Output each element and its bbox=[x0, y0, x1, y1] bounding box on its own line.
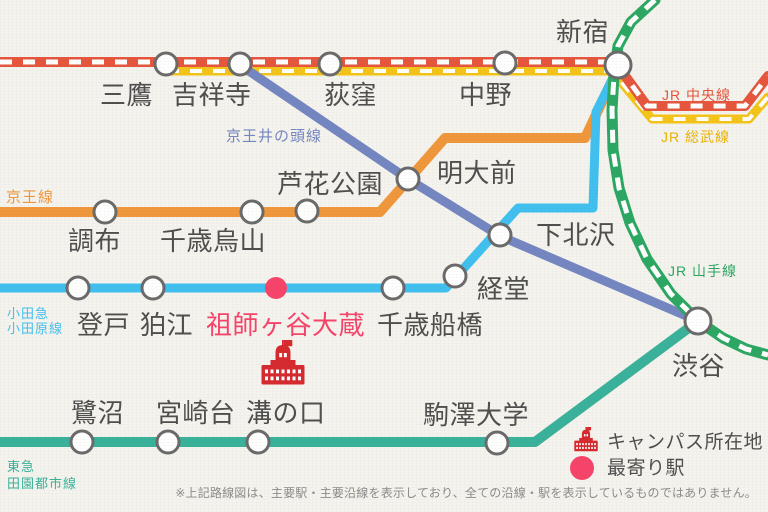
station-marker-komazawa-daigaku bbox=[484, 430, 510, 456]
legend-campus-label: キャンパス所在地 bbox=[607, 432, 764, 453]
station-label-ogikubo: 荻窪 bbox=[324, 80, 377, 110]
station-shinjuku: 新宿 bbox=[556, 17, 633, 80]
line-jr-yamanote bbox=[606, 0, 768, 361]
station-marker-meidaimae bbox=[395, 166, 421, 192]
station-label-komae: 狛江 bbox=[140, 310, 193, 340]
station-miyazakidai: 宮崎台 bbox=[155, 398, 236, 455]
station-marker-chitose-karasuyama bbox=[239, 199, 265, 225]
station-marker-chitose-funabashi bbox=[380, 275, 406, 301]
station-label-soshigaya-okura: 祖師ヶ谷大蔵 bbox=[206, 310, 365, 340]
station-marker-mizonokuchi bbox=[245, 429, 271, 455]
line-dashes-jr-sobu bbox=[167, 69, 768, 121]
station-label-miyazakidai: 宮崎台 bbox=[156, 398, 236, 428]
line-odakyu-odawara bbox=[0, 65, 622, 293]
station-label-chofu: 調布 bbox=[68, 226, 121, 256]
line-label-keio: 京王線 bbox=[6, 189, 54, 206]
station-label-noborito: 登戸 bbox=[77, 310, 130, 340]
line-label-tokyu-denentoshi-1: 東急 bbox=[7, 459, 35, 474]
line-keio-inokashira bbox=[235, 60, 703, 326]
station-label-shinjuku: 新宿 bbox=[556, 17, 609, 47]
station-ogikubo: 荻窪 bbox=[317, 51, 377, 110]
line-label-odakyu-odawara-2: 小田原線 bbox=[7, 321, 63, 336]
station-roka-koen: 芦花公園 bbox=[277, 169, 383, 224]
station-mizonokuchi: 溝の口 bbox=[245, 398, 326, 455]
station-marker-shibuya bbox=[683, 306, 713, 336]
station-label-shibuya: 渋谷 bbox=[672, 351, 725, 381]
legend-nearest-label: 最寄り駅 bbox=[607, 458, 686, 479]
station-chitose-funabashi: 千歳船橋 bbox=[377, 275, 483, 340]
station-marker-shinjuku bbox=[603, 50, 633, 80]
station-chofu: 調布 bbox=[68, 199, 121, 256]
station-label-komazawa-daigaku: 駒澤大学 bbox=[423, 400, 529, 430]
line-path-jr-yamanote bbox=[606, 0, 768, 361]
campus-location-icon bbox=[261, 340, 305, 385]
line-dashes-jr-yamanote bbox=[609, 0, 768, 358]
station-mitaka: 三鷹 bbox=[100, 51, 179, 110]
line-label-odakyu-odawara-1: 小田急 bbox=[7, 306, 49, 321]
station-label-chitose-karasuyama: 千歳烏山 bbox=[160, 226, 266, 256]
station-noborito: 登戸 bbox=[65, 275, 130, 340]
line-label-jr-sobu: JR 総武線 bbox=[661, 129, 730, 145]
line-jr-sobu bbox=[162, 66, 768, 124]
line-path-odakyu-odawara bbox=[0, 65, 622, 293]
station-komae: 狛江 bbox=[140, 275, 193, 340]
station-marker-roka-koen bbox=[294, 198, 320, 224]
station-label-nakano: 中野 bbox=[459, 80, 512, 110]
line-label-jr-chuo: JR 中央線 bbox=[662, 87, 731, 103]
line-jr-chuo bbox=[0, 57, 768, 111]
line-label-jr-yamanote: JR 山手線 bbox=[668, 263, 737, 279]
nearest-station-marker-soshigaya-okura bbox=[265, 277, 287, 299]
station-label-meidaimae: 明大前 bbox=[437, 158, 517, 188]
station-saginuma: 鷺沼 bbox=[69, 398, 124, 455]
station-marker-shimokitazawa bbox=[487, 222, 513, 248]
station-shibuya: 渋谷 bbox=[672, 306, 725, 381]
station-label-roka-koen: 芦花公園 bbox=[277, 169, 383, 199]
station-label-saginuma: 鷺沼 bbox=[71, 398, 124, 428]
station-marker-miyazakidai bbox=[155, 429, 181, 455]
station-marker-chofu bbox=[92, 199, 118, 225]
station-komazawa-daigaku: 駒澤大学 bbox=[423, 400, 529, 456]
station-label-mitaka: 三鷹 bbox=[100, 80, 153, 110]
station-label-shimokitazawa: 下北沢 bbox=[536, 220, 616, 250]
station-chitose-karasuyama: 千歳烏山 bbox=[160, 199, 266, 256]
campus-location-legend-icon bbox=[574, 426, 598, 452]
station-label-mizonokuchi: 溝の口 bbox=[246, 398, 326, 428]
station-marker-noborito bbox=[65, 275, 91, 301]
station-soshigaya-okura: 祖師ヶ谷大蔵 bbox=[206, 277, 365, 340]
station-label-kichijoji: 吉祥寺 bbox=[172, 80, 252, 110]
station-label-kyodo: 経堂 bbox=[477, 274, 530, 304]
station-nakano: 中野 bbox=[459, 50, 518, 110]
station-kichijoji: 吉祥寺 bbox=[172, 51, 253, 110]
station-marker-kyodo bbox=[442, 263, 468, 289]
station-shimokitazawa: 下北沢 bbox=[487, 220, 616, 250]
line-dashes-jr-chuo bbox=[0, 59, 768, 109]
station-marker-nakano bbox=[492, 50, 518, 76]
station-marker-kichijoji bbox=[227, 51, 253, 77]
nearest-station-legend-dot bbox=[570, 456, 594, 480]
station-meidaimae: 明大前 bbox=[395, 158, 517, 192]
station-marker-mitaka bbox=[153, 51, 179, 77]
map-disclaimer-note: ※上記路線図は、主要駅・主要沿線を表示しており、全ての沿線・駅を表示しているもの… bbox=[175, 486, 757, 500]
line-label-keio-inokashira: 京王井の頭線 bbox=[226, 128, 322, 145]
station-kyodo: 経堂 bbox=[442, 263, 530, 304]
line-path-keio-inokashira bbox=[235, 60, 703, 326]
station-marker-komae bbox=[140, 275, 166, 301]
station-label-chitose-funabashi: 千歳船橋 bbox=[377, 310, 483, 340]
station-marker-ogikubo bbox=[317, 51, 343, 77]
line-label-tokyu-denentoshi-2: 田園都市線 bbox=[7, 476, 77, 491]
station-marker-saginuma bbox=[69, 429, 95, 455]
